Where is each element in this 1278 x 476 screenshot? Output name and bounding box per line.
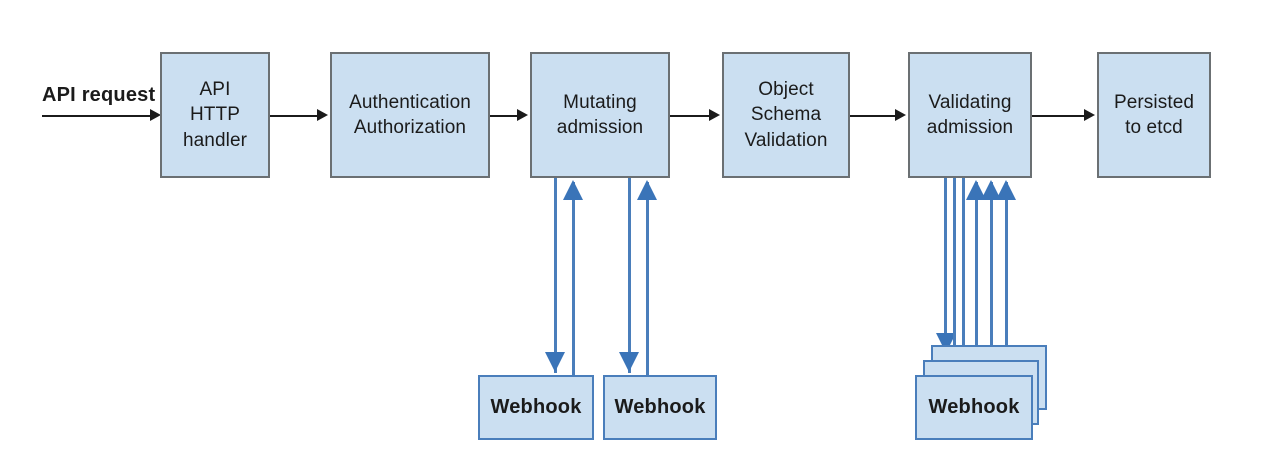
connector-api-handler-to-authn-arrowhead — [317, 109, 328, 121]
mutating-call-1-arrowhead — [545, 352, 565, 372]
mutating-return-1-arrowhead — [563, 180, 583, 200]
stage-mutating-admission[interactable]: Mutating admission — [530, 52, 670, 178]
connector-mutating-to-schema-arrowhead — [709, 109, 720, 121]
validating-return-3-line — [1005, 182, 1008, 375]
validating-return-2-line — [990, 182, 993, 360]
mutating-return-1-line — [572, 182, 575, 375]
validating-call-2-line — [953, 178, 956, 368]
validating-call-1-line — [944, 178, 947, 353]
connector-authn-to-mutating-arrowhead — [517, 109, 528, 121]
mutating-return-2-arrowhead — [637, 180, 657, 200]
connector-validating-to-etcd-arrowhead — [1084, 109, 1095, 121]
connector-schema-to-validating — [850, 115, 896, 117]
api-request-label: API request — [42, 84, 156, 106]
validating-return-1-line — [975, 182, 978, 345]
connector-validating-to-etcd — [1032, 115, 1085, 117]
mutating-call-1-line — [554, 178, 557, 373]
validating-call-3-line — [962, 178, 965, 383]
mutating-call-2-line — [628, 178, 631, 373]
validating-return-3-arrowhead — [996, 180, 1016, 200]
stage-persisted-to-etcd[interactable]: Persisted to etcd — [1097, 52, 1211, 178]
entry-connector-arrowhead — [150, 109, 161, 121]
stage-api-http-handler[interactable]: API HTTP handler — [160, 52, 270, 178]
webhook-mutating-1[interactable]: Webhook — [478, 375, 594, 440]
stage-validating-admission[interactable]: Validating admission — [908, 52, 1032, 178]
connector-authn-to-mutating — [490, 115, 518, 117]
connector-schema-to-validating-arrowhead — [895, 109, 906, 121]
mutating-call-2-arrowhead — [619, 352, 639, 372]
entry-connector-line — [42, 115, 152, 117]
connector-mutating-to-schema — [670, 115, 710, 117]
stage-object-schema-validation[interactable]: Object Schema Validation — [722, 52, 850, 178]
stage-authentication-authorization[interactable]: Authentication Authorization — [330, 52, 490, 178]
mutating-return-2-line — [646, 182, 649, 375]
connector-api-handler-to-authn — [270, 115, 318, 117]
webhook-mutating-2[interactable]: Webhook — [603, 375, 717, 440]
webhook-validating-front[interactable]: Webhook — [915, 375, 1033, 440]
